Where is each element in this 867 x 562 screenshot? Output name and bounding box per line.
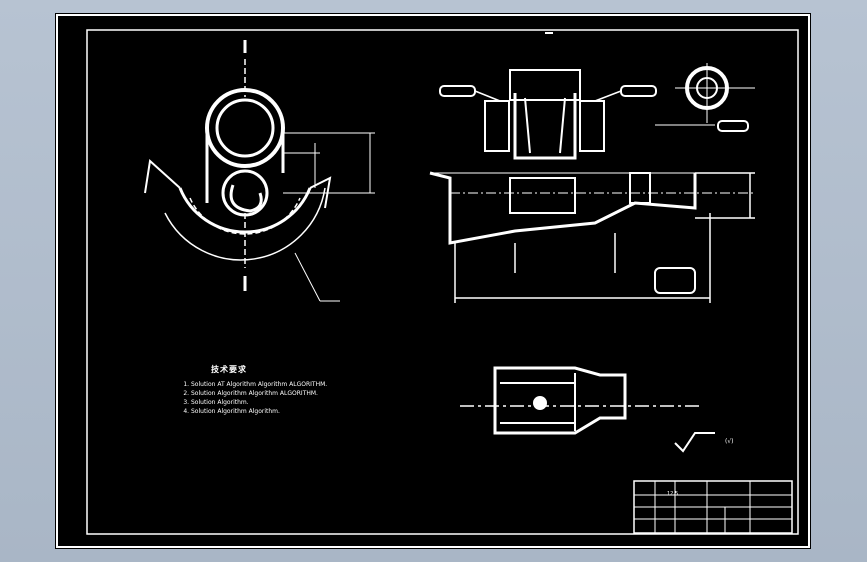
surface-finish-symbol xyxy=(674,432,715,453)
plan-view xyxy=(460,366,700,435)
surface-finish-note: (√) xyxy=(725,438,734,445)
inner-border xyxy=(86,29,799,535)
outer-border xyxy=(56,14,810,548)
technical-requirements-heading: 技术要求 xyxy=(211,365,247,374)
side-view xyxy=(429,32,755,303)
title-block xyxy=(633,480,793,534)
requirement-item: Solution Algorithm Algorithm. xyxy=(191,407,327,416)
requirement-item: Solution Algorithm Algorithm ALGORITHM. xyxy=(191,389,327,398)
surface-finish-value: 12.5 xyxy=(667,491,679,497)
drawing-sheet: (√) 技术要求 Solution AT Algorithm Algorithm… xyxy=(55,13,811,549)
cad-drawing: (√) xyxy=(56,14,810,548)
technical-requirements: 技术要求 Solution AT Algorithm Algorithm ALG… xyxy=(183,365,327,416)
detail-circle-view xyxy=(655,63,755,132)
requirement-item: Solution AT Algorithm Algorithm ALGORITH… xyxy=(191,380,327,389)
technical-requirements-list: Solution AT Algorithm Algorithm ALGORITH… xyxy=(183,380,327,416)
requirement-item: Solution Algorithm. xyxy=(191,398,327,407)
left-view xyxy=(144,40,375,302)
